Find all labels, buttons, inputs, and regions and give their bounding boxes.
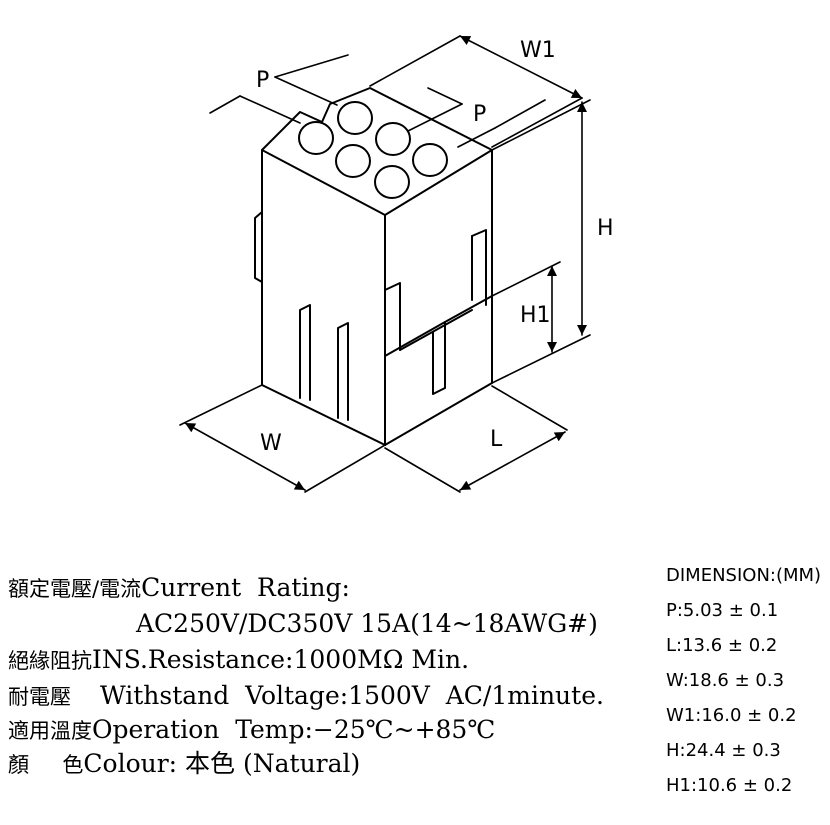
spec-colour-text: Colour: 本色 (Natural) <box>83 749 361 778</box>
connector-drawing: P P W1 H H1 W L <box>179 35 614 493</box>
label-w1: W1 <box>520 38 556 63</box>
spec-operation-cjk: 適用溫度 <box>8 719 92 743</box>
spec-current-cjk: 額定電壓/電流 <box>8 577 142 601</box>
spec-current-value: AC250V/DC350V 15A(14~18AWG#) <box>136 609 598 638</box>
dimension-title: DIMENSION:(MM) <box>666 565 822 586</box>
label-l: L <box>490 427 503 452</box>
spec-colour: 顏 色Colour: 本色 (Natural) <box>8 749 360 780</box>
spec-current: 額定電壓/電流Current Rating: <box>8 573 350 604</box>
label-w: W <box>260 431 282 456</box>
spec-withstand: 耐電壓 Withstand Voltage:1500V AC/1minute. <box>8 681 604 712</box>
terminal-holes <box>298 101 448 199</box>
terminal-hole <box>298 121 334 155</box>
terminal-hole <box>374 165 410 199</box>
dimension-lines <box>179 35 591 493</box>
dimension-item: P:5.03 ± 0.1 <box>666 600 779 621</box>
terminal-hole <box>412 143 448 177</box>
spec-withstand-text: Withstand Voltage:1500V AC/1minute. <box>100 681 604 710</box>
dimension-item: H1:10.6 ± 0.2 <box>666 775 793 796</box>
dimension-item: W:18.6 ± 0.3 <box>666 670 785 691</box>
spec-insulation-text: INS.Resistance:1000MΩ Min. <box>92 645 470 674</box>
spec-operation: 適用溫度Operation Temp:−25℃~+85℃ <box>8 715 495 746</box>
label-h: H <box>597 216 614 241</box>
dimension-item: H:24.4 ± 0.3 <box>666 740 781 761</box>
dimension-item: L:13.6 ± 0.2 <box>666 635 778 656</box>
connector-housing <box>254 87 493 446</box>
terminal-hole <box>335 144 371 178</box>
spec-operation-text: Operation Temp:−25℃~+85℃ <box>92 715 496 744</box>
spec-insulation-cjk: 絕緣阻抗 <box>8 649 92 673</box>
label-p-top: P <box>256 68 269 93</box>
terminal-hole <box>375 122 411 156</box>
terminal-hole <box>337 101 373 135</box>
dimension-item: W1:16.0 ± 0.2 <box>666 705 797 726</box>
spec-insulation: 絕緣阻抗INS.Resistance:1000MΩ Min. <box>8 645 469 676</box>
spec-withstand-cjk: 耐電壓 <box>8 685 71 709</box>
spec-colour-cjk: 顏 色 <box>8 753 84 777</box>
label-p-right: P <box>473 102 486 127</box>
label-h1: H1 <box>520 303 551 328</box>
spec-current-text: Current Rating: <box>141 573 350 602</box>
